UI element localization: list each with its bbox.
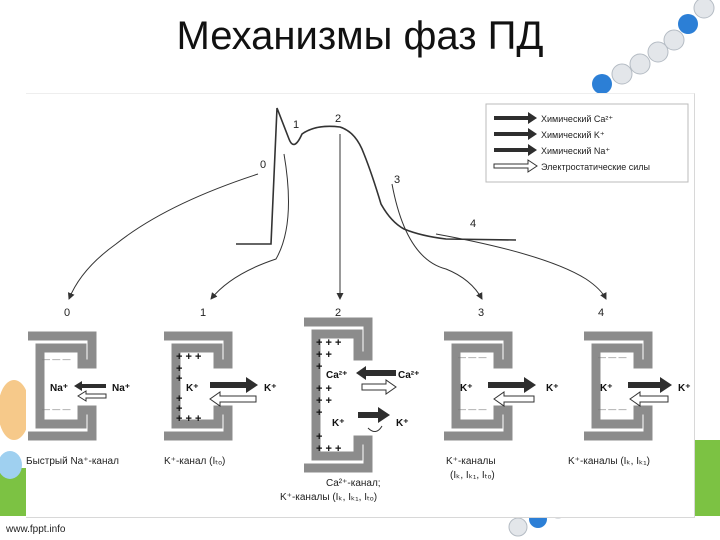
membrane-charge: + (176, 393, 182, 405)
channel-phase-4: 4 (598, 307, 604, 319)
electrostatic-arrow (361, 379, 397, 395)
channel-wall (444, 331, 513, 441)
ion-k-outer: K⁺ (396, 418, 409, 429)
ion-k-inner: K⁺ (332, 418, 345, 429)
connector-arrow-4 (435, 233, 607, 300)
membrane-charge: + + (316, 383, 332, 395)
legend-label-electrostatic: Электростатические силы (541, 162, 650, 172)
na-chemical-arrow (74, 381, 106, 391)
legend-dark-arrow (494, 144, 537, 156)
k-chemical-arrow (628, 377, 672, 393)
membrane-charge: + + + (176, 351, 201, 363)
membrane-charge: — — — (458, 353, 486, 362)
action-potential-curve: 0 1 2 3 4 (236, 107, 517, 245)
channel-phase-3: 3 (478, 307, 484, 319)
ion-k-outer: K⁺ (546, 383, 559, 394)
connector-arrow-0 (67, 173, 259, 300)
channel-2: + + + + + + + + + + + + + + + Ca²⁺ Ca²⁺ … (280, 317, 419, 503)
electrostatic-arrow (493, 391, 535, 407)
ion-na-outer: Na⁺ (112, 383, 130, 394)
channel-caption-3a: K⁺-каналы (446, 456, 496, 467)
membrane-charge: + + + (316, 443, 341, 455)
k-chemical-arrow (358, 407, 390, 423)
diagram-svg: 0 1 2 3 4 Химический Ca²⁺ Химический K⁺ (26, 103, 691, 503)
channel-caption-2b: K⁺-каналы (Iₖ, Iₖ₁, Iₜₒ) (280, 492, 377, 503)
phase-label-4: 4 (470, 218, 476, 230)
channel-4: — — — — — — K⁺ K⁺ K⁺-каналы (Iₖ, Iₖ₁) (568, 331, 691, 467)
channel-caption-1: K⁺-канал (Iₜₒ) (164, 456, 225, 467)
channel-wall (28, 331, 97, 441)
channel-caption-3b: (Iₖ, Iₖ₁, Iₜₒ) (450, 470, 495, 481)
channel-phase-1: 1 (200, 307, 206, 319)
phase-label-2: 2 (335, 113, 341, 125)
ion-ca-outer: Ca²⁺ (398, 370, 419, 381)
legend-item-k: Химический K⁺ (494, 128, 605, 140)
membrane-charge: — — — (598, 353, 626, 362)
ion-k-outer: K⁺ (264, 383, 277, 394)
ion-k-inner: K⁺ (186, 383, 199, 394)
k-chemical-arrow (488, 377, 536, 393)
membrane-charge: + (176, 403, 182, 415)
mascot-decoration (0, 380, 30, 479)
legend-outline-arrow (493, 159, 538, 173)
electrostatic-arrow (629, 391, 669, 407)
legend-dark-arrow (494, 112, 537, 124)
phase-label-0: 0 (260, 159, 266, 171)
membrane-charge: — — — (598, 405, 626, 414)
channel-0: — — — — — — Na⁺ Na⁺ Быстрый Na⁺-канал (26, 331, 130, 467)
channel-caption-0: Быстрый Na⁺-канал (26, 456, 119, 467)
membrane-charge: — — — (42, 405, 70, 414)
channel-wall (164, 331, 233, 441)
legend-label-k: Химический K⁺ (541, 130, 605, 140)
k-chemical-arrow (210, 377, 258, 393)
channel-3: — — — — — — K⁺ K⁺ K⁺-каналы (Iₖ, Iₖ₁, Iₜ… (444, 331, 559, 481)
ion-k-inner: K⁺ (600, 383, 613, 394)
channel-caption-4: K⁺-каналы (Iₖ, Iₖ₁) (568, 456, 650, 467)
membrane-charge: + (316, 361, 322, 373)
legend-label-ca: Химический Ca²⁺ (541, 114, 613, 124)
legend-label-na: Химический Na⁺ (541, 146, 610, 156)
membrane-charge: + (176, 363, 182, 375)
legend-item-na: Химический Na⁺ (494, 144, 610, 156)
ion-ca-inner: Ca²⁺ (326, 370, 347, 381)
legend-dark-arrow (494, 128, 537, 140)
membrane-charge: + (316, 407, 322, 419)
phase-label-1: 1 (293, 119, 299, 131)
channel-wall (584, 331, 653, 441)
ion-na-inner: Na⁺ (50, 383, 68, 394)
ion-k-outer: K⁺ (678, 383, 691, 394)
membrane-charge: + + (316, 349, 332, 361)
channel-wall (304, 317, 373, 473)
diagram-panel: 0 1 2 3 4 Химический Ca²⁺ Химический K⁺ (26, 93, 695, 518)
connector-arrow-3 (391, 183, 483, 300)
connector-arrow-1 (210, 153, 289, 300)
slide-title: Механизмы фаз ПД (176, 14, 544, 58)
electrostatic-arrow (209, 391, 257, 407)
membrane-charge: + (176, 373, 182, 385)
electrostatic-arrow (77, 390, 107, 402)
membrane-charge: + + + (176, 413, 201, 425)
legend-item-electrostatic: Электростатические силы (493, 159, 650, 173)
membrane-charge: — — — (458, 405, 486, 414)
electrostatic-arrow (367, 425, 383, 432)
membrane-charge: + + + (316, 337, 341, 349)
channel-1: + + + + + + + + + + K⁺ K⁺ K⁺-канал (Iₜₒ) (164, 331, 277, 467)
phase-label-3: 3 (394, 174, 400, 186)
legend: Химический Ca²⁺ Химический K⁺ Химический… (485, 103, 689, 183)
membrane-charge: + (316, 431, 322, 443)
channel-caption-2a: Ca²⁺-канал; (326, 478, 381, 489)
legend-item-ca: Химический Ca²⁺ (494, 112, 613, 124)
ion-k-inner: K⁺ (460, 383, 473, 394)
footer-url: www.fppt.info (6, 524, 66, 535)
membrane-charge: — — — (42, 355, 70, 364)
beads-decoration (592, 0, 715, 94)
ca-chemical-arrow (356, 366, 396, 380)
channel-phase-2: 2 (335, 307, 341, 319)
membrane-charge: + + (316, 395, 332, 407)
connector-arrows (67, 134, 607, 300)
channel-phase-0: 0 (64, 307, 70, 319)
